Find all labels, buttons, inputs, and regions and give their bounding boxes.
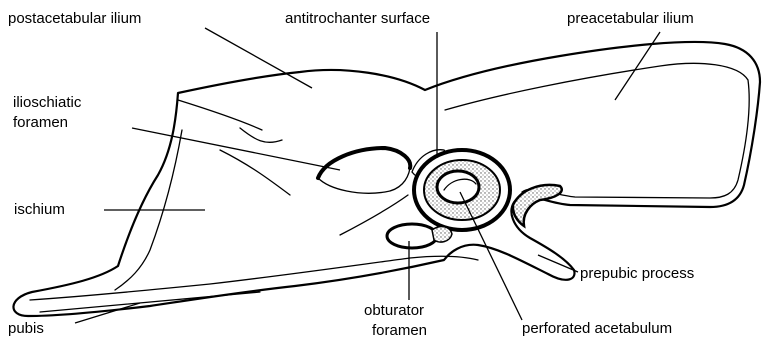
- prepubic-articular-margin: [513, 185, 562, 226]
- label-preacetabular-ilium: preacetabular ilium: [567, 10, 694, 27]
- label-postacetabular-ilium: postacetabular ilium: [8, 10, 141, 27]
- label-ilioschiatic-foramen-1: ilioschiatic: [13, 94, 82, 111]
- label-obturator-foramen-1: obturator: [364, 302, 424, 319]
- leader-postacetabular-ilium: [205, 28, 312, 88]
- ilioschiatic-foramen-floor: [318, 168, 410, 193]
- ilioschiatic-foramen: [318, 148, 410, 178]
- label-pubis: pubis: [8, 320, 44, 337]
- label-antitrochanter-surface: antitrochanter surface: [285, 10, 430, 27]
- pubis-inner-curve: [40, 292, 260, 312]
- obturator-stipple: [432, 227, 452, 242]
- label-prepubic-process: prepubic process: [580, 265, 694, 282]
- label-ilioschiatic-foramen-2: foramen: [13, 114, 68, 131]
- label-ischium: ischium: [14, 201, 65, 218]
- label-obturator-foramen-2: foramen: [372, 322, 427, 339]
- leader-prepubic-process: [538, 255, 578, 272]
- obturator-foramen: [387, 224, 437, 248]
- postacetabular-fold: [178, 100, 282, 142]
- pubis-strip-edge: [30, 256, 478, 300]
- acetabulum-perforation: [437, 171, 479, 203]
- leader-preacetabular-ilium: [615, 32, 660, 100]
- label-perforated-acetabulum: perforated acetabulum: [522, 320, 672, 337]
